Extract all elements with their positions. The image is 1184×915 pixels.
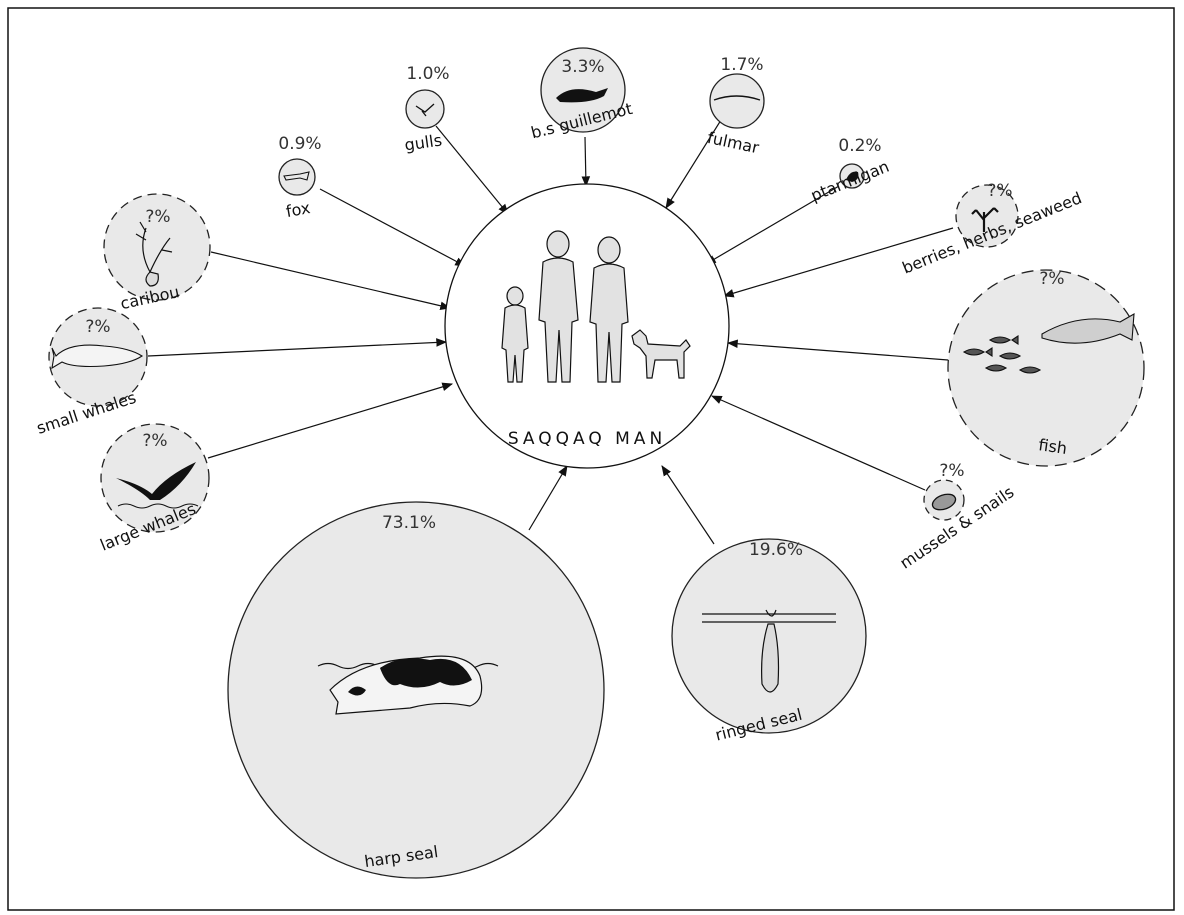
saqqaq-man-node: SAQQAQ MAN <box>445 184 729 468</box>
fish-node: ?% fish <box>948 269 1144 466</box>
fulmar-circle <box>710 74 764 128</box>
fish-percent: ?% <box>1039 269 1064 289</box>
arrow-small-whales <box>148 342 446 356</box>
small-whales-node: ?% small whales <box>34 308 147 438</box>
gulls-label: gulls <box>403 131 443 155</box>
harp-seal-node: 73.1% harp seal <box>228 502 604 878</box>
caribou-node: ?% caribou <box>104 194 210 313</box>
ringed-seal-percent: 19.6% <box>749 540 803 560</box>
caribou-percent: ?% <box>145 207 170 227</box>
arrow-large-whales <box>208 384 452 458</box>
berries-node: ?% berries, herbs, seaweed <box>899 181 1084 278</box>
gulls-percent: 1.0% <box>406 64 449 84</box>
ringed-seal-node: 19.6% ringed seal <box>672 539 866 745</box>
arrow-fish <box>728 343 948 360</box>
arrow-gulls <box>436 126 508 214</box>
fox-label: fox <box>284 198 311 221</box>
fox-percent: 0.9% <box>278 134 321 154</box>
arrow-fox <box>320 189 465 266</box>
fulmar-node: 1.7% fulmar <box>706 55 764 157</box>
small-whales-percent: ?% <box>85 317 110 337</box>
bs-guillemot-percent: 3.3% <box>561 57 604 77</box>
center-label: SAQQAQ MAN <box>508 429 666 449</box>
mussels-percent: ?% <box>939 461 964 481</box>
berries-percent: ?% <box>987 181 1012 201</box>
gulls-node: 1.0% gulls <box>403 64 449 155</box>
center-circle <box>445 184 729 468</box>
arrow-mussels <box>712 396 925 490</box>
arrow-ringed-seal <box>662 466 714 544</box>
fox-node: 0.9% fox <box>278 134 321 221</box>
fish-label: fish <box>1037 435 1068 458</box>
gulls-circle <box>406 90 444 128</box>
harp-seal-percent: 73.1% <box>382 513 436 533</box>
bs-guillemot-node: 3.3% b.s guillemot <box>529 48 634 142</box>
ptarmigan-node: 0.2% ptarmigan <box>808 136 892 205</box>
fulmar-percent: 1.7% <box>720 55 763 75</box>
fulmar-label: fulmar <box>706 128 761 158</box>
arrow-bs-guillemot <box>585 137 586 186</box>
mussels-node: ?% mussels & snails <box>896 461 1017 573</box>
arrow-caribou <box>211 252 450 308</box>
large-whales-node: ?% large whales <box>97 424 209 555</box>
arrow-harp-seal <box>529 466 567 530</box>
large-whales-percent: ?% <box>142 431 167 451</box>
ptarmigan-percent: 0.2% <box>838 136 881 156</box>
